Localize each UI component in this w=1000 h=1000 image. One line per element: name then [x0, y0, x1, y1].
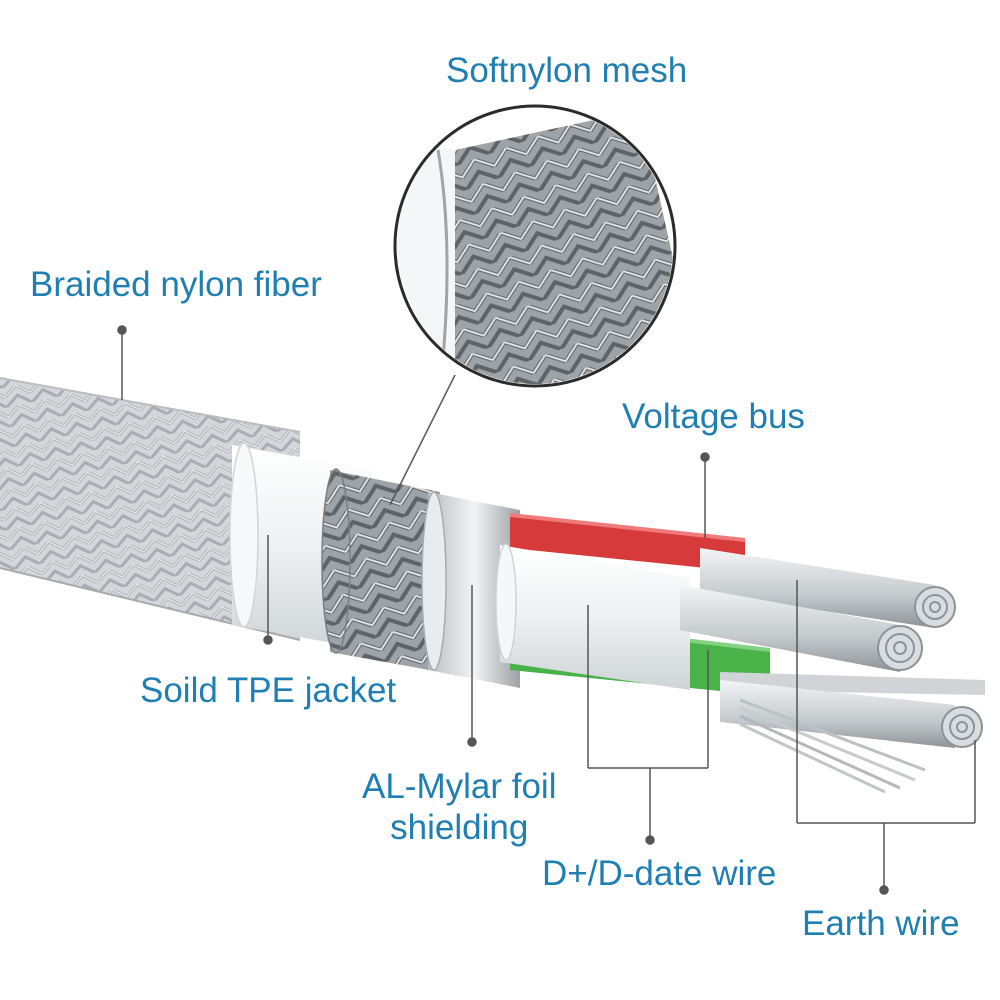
leader-lines — [117, 325, 976, 895]
label-al-mylar-foil-shielding: AL-Mylar foil shielding — [362, 766, 556, 849]
label-al-mylar-line2: shielding — [390, 808, 529, 848]
inner-braid-segment — [321, 468, 440, 672]
label-voltage-bus: Voltage bus — [622, 397, 805, 436]
foil-shield — [421, 491, 520, 688]
label-data-wire: D+/D-date wire — [542, 854, 777, 893]
magnifier-lens — [393, 104, 677, 388]
label-solid-tpe-jacket: Soild TPE jacket — [140, 671, 397, 710]
label-softnylon-mesh: Softnylon mesh — [446, 51, 688, 90]
label-earth-wire: Earth wire — [802, 904, 960, 943]
inner-wires — [495, 513, 985, 794]
label-al-mylar-line1: AL-Mylar foil — [362, 767, 557, 806]
label-braided-nylon-fiber: Braided nylon fiber — [30, 265, 322, 304]
braided-sleeve — [0, 377, 301, 641]
